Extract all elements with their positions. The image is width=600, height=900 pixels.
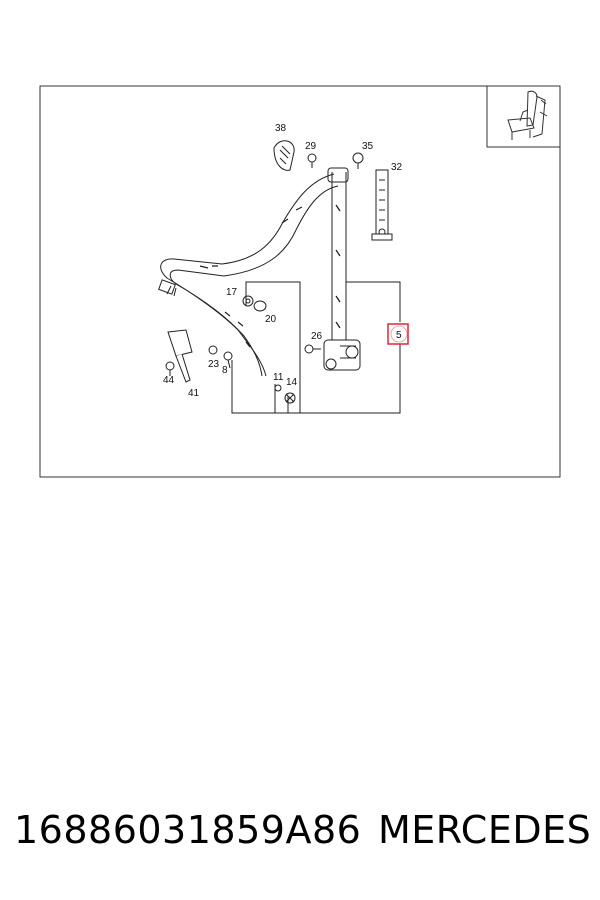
callout-8: 8 xyxy=(222,365,228,376)
callout-29: 29 xyxy=(305,141,317,152)
washer-14 xyxy=(284,392,296,404)
callout-17: 17 xyxy=(226,287,238,298)
callout-11: 11 xyxy=(273,372,284,383)
callout-5-highlight xyxy=(387,323,409,345)
seat-belt-exploded-diagram: 38 29 35 32 17 20 26 5 23 8 44 41 11 14 xyxy=(39,85,561,478)
height-adjuster-rail xyxy=(371,169,393,241)
bolt-8 xyxy=(223,351,233,369)
callout-44: 44 xyxy=(163,375,175,386)
seat-belt-webbing xyxy=(158,173,339,377)
callout-5-ring xyxy=(390,325,408,343)
callout-35: 35 xyxy=(362,141,374,152)
bolt-35 xyxy=(352,152,364,169)
diagram-frame xyxy=(39,85,561,478)
callout-14: 14 xyxy=(286,377,298,388)
manufacturer-name: MERCEDES xyxy=(378,808,592,852)
callout-23: 23 xyxy=(208,359,220,370)
bolt-29 xyxy=(307,153,317,168)
group-bracket-lines xyxy=(231,281,401,414)
bolt-26 xyxy=(304,344,321,354)
callout-41: 41 xyxy=(188,388,200,399)
part-number: 16886031859A86 xyxy=(14,808,362,852)
callout-38: 38 xyxy=(275,123,287,134)
seat-thumbnail xyxy=(486,85,561,148)
nut-23 xyxy=(208,345,218,355)
seat-icon xyxy=(507,90,548,140)
screw-11 xyxy=(274,384,282,392)
washer-17 xyxy=(242,295,254,307)
bolt-44 xyxy=(165,361,175,376)
callout-20: 20 xyxy=(265,314,277,325)
upper-anchor-guide xyxy=(273,140,295,171)
callout-32: 32 xyxy=(391,162,403,173)
buckle-41 xyxy=(167,329,193,383)
retractor-unit xyxy=(323,339,361,371)
callout-5: 5 xyxy=(396,330,402,341)
callout-26: 26 xyxy=(311,331,323,342)
cap-20 xyxy=(253,300,267,312)
belt-guide-strap xyxy=(327,167,349,342)
